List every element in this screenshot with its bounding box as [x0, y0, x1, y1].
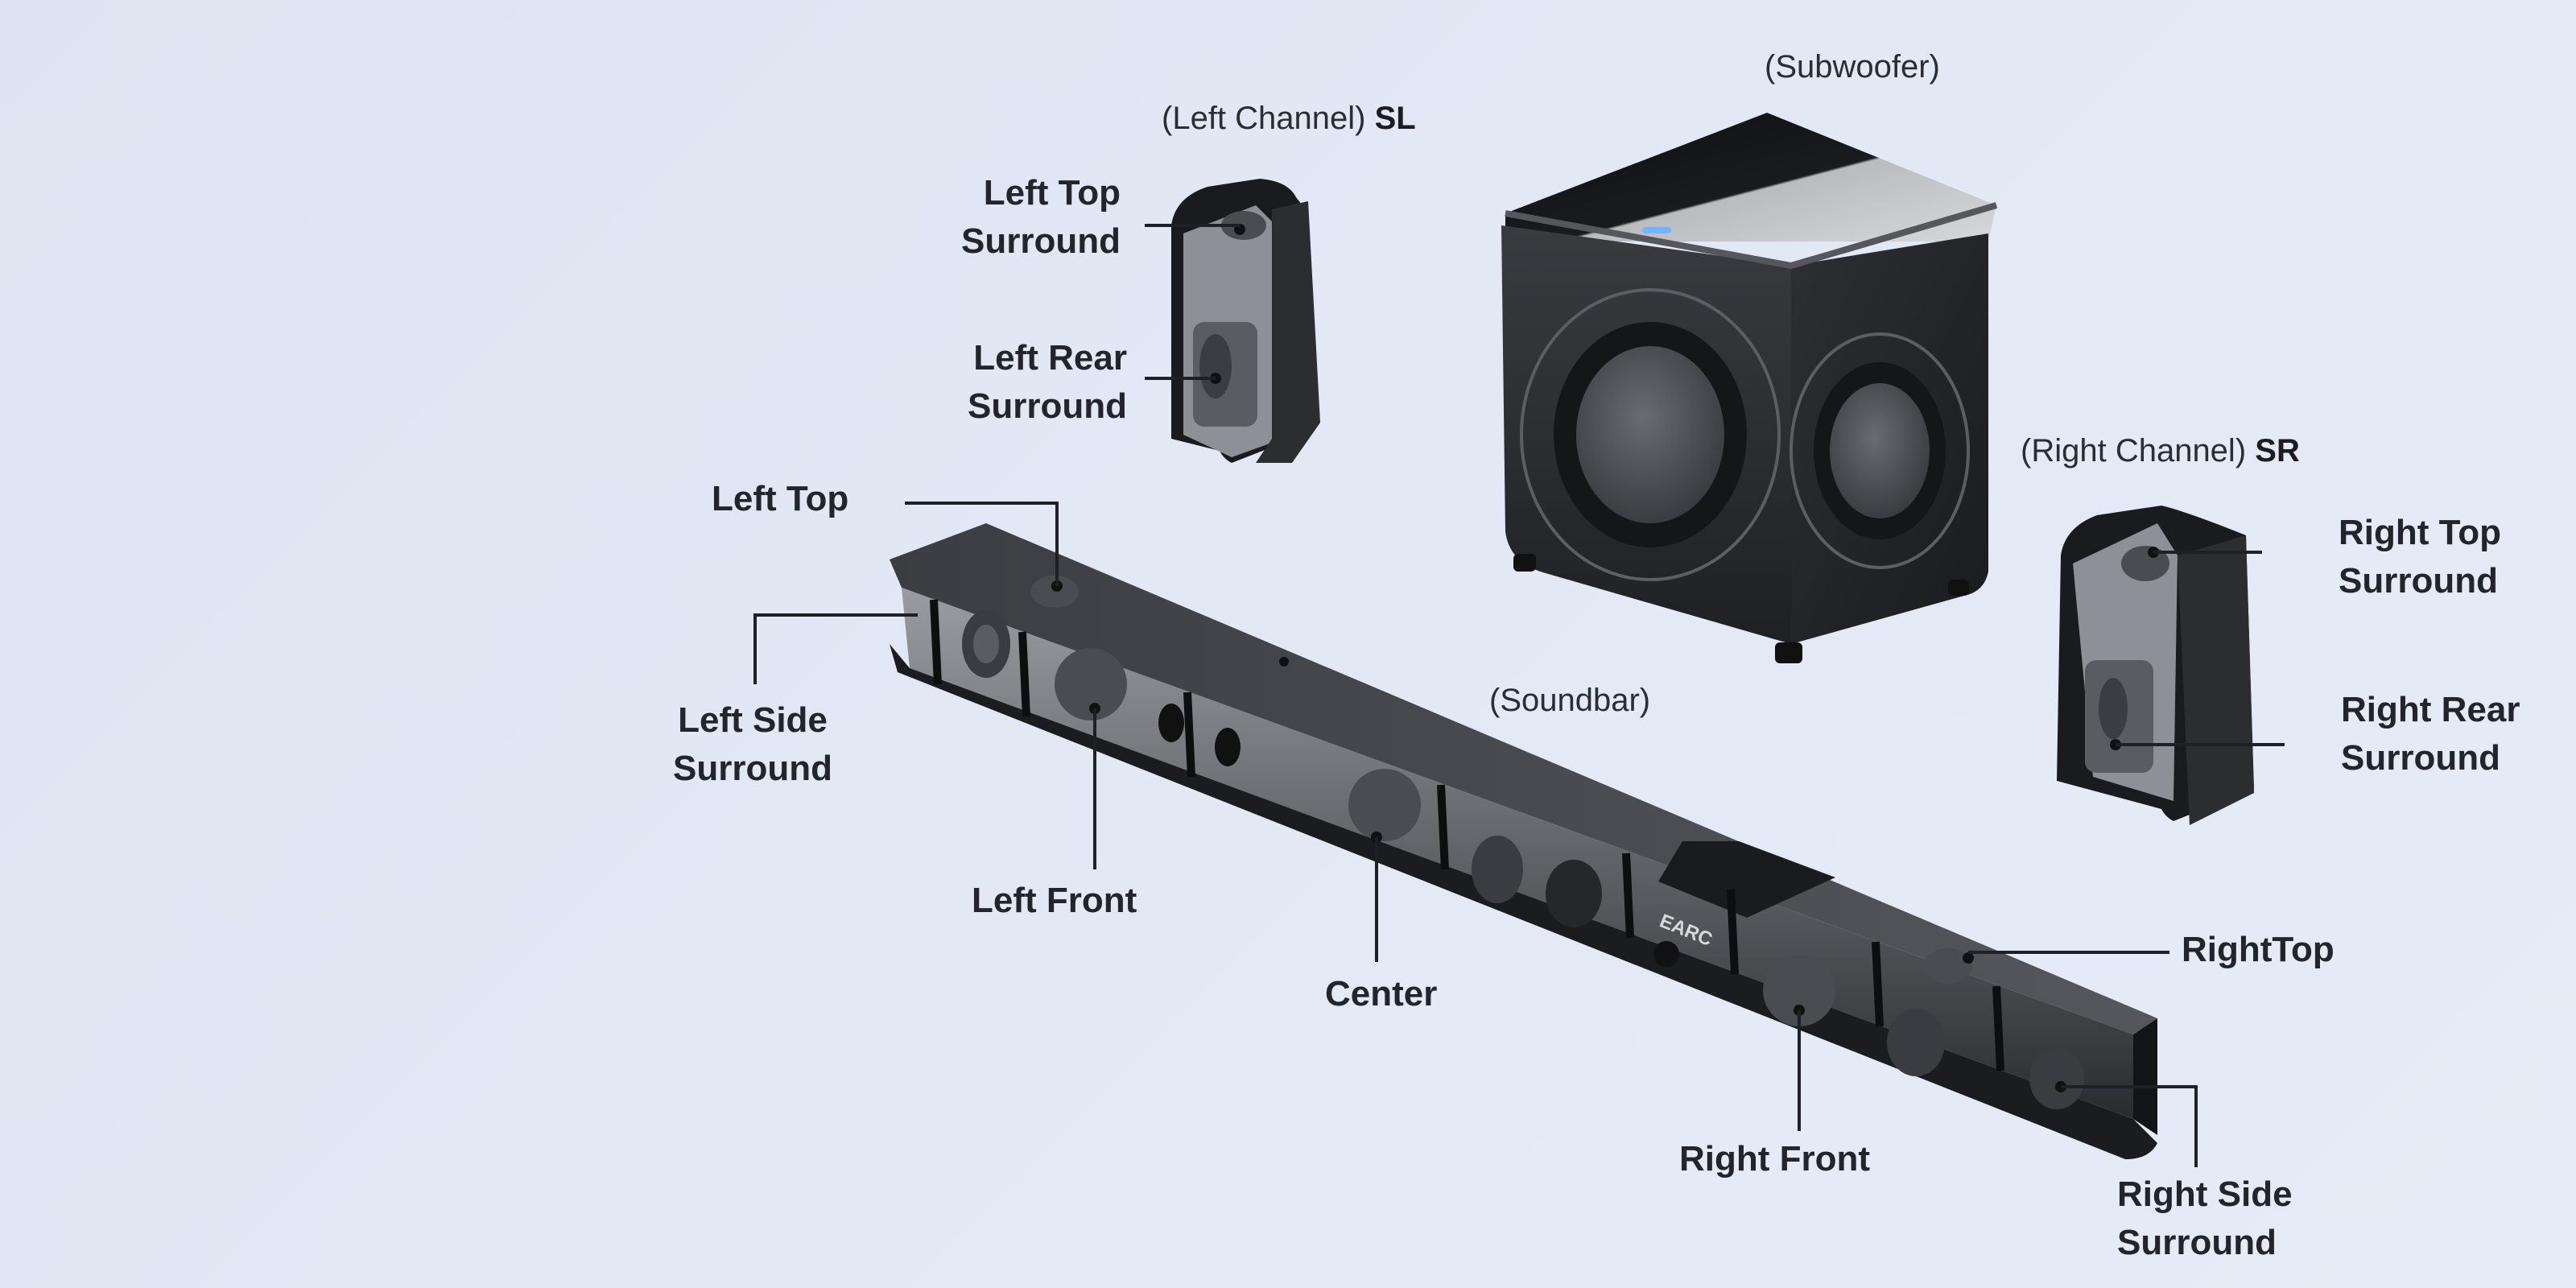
label-line1: Left Side [678, 700, 828, 740]
label-right-side-surround: Right Side Surround [2117, 1170, 2293, 1267]
subwoofer [1501, 113, 1998, 663]
label-line1: Left Top [983, 173, 1121, 213]
leader-left-top [905, 502, 1059, 586]
label-line2: Surround [2341, 738, 2500, 778]
caption-right-channel-prefix: (Right Channel) [2021, 433, 2247, 469]
soundbar-dividers [930, 599, 2004, 1071]
label-line1: Right Rear [2341, 690, 2520, 729]
label-line2: Surround [673, 749, 832, 788]
label-line1: Right Top [2339, 513, 2501, 552]
soundbar-bottom-panel [890, 644, 2157, 1159]
passive-radiator-cone [1830, 383, 1930, 518]
label-right-rear-surround: Right Rear Surround [2341, 686, 2520, 782]
caption-left-channel-code: SL [1374, 101, 1416, 136]
woofer-cone [1576, 346, 1724, 523]
label-center: Center [1325, 970, 1437, 1018]
subwoofer-led-icon [1642, 227, 1671, 233]
right-top-driver-dot [1963, 952, 1974, 964]
label-line1: Left Top [712, 479, 849, 518]
label-line1: Left Front [972, 881, 1137, 920]
leader-lines [753, 224, 2285, 1167]
left-satellite-speaker [1171, 179, 1320, 463]
label-left-side-surround: Left Side Surround [660, 696, 845, 793]
label-line1: RightTop [2182, 930, 2334, 969]
passive-radiator-ring [1790, 332, 1970, 569]
label-line2: Surround [2339, 561, 2498, 601]
label-line2: Surround [961, 221, 1121, 261]
caption-soundbar: (Soundbar) [1489, 680, 1650, 720]
caption-soundbar-prefix: (Soundbar) [1489, 683, 1651, 718]
caption-right-channel: (Right Channel) SR [2021, 431, 2300, 471]
label-right-top: RightTop [2182, 926, 2334, 974]
label-right-top-surround: Right Top Surround [2339, 509, 2501, 605]
subwoofer-top-glass [1505, 113, 1996, 242]
label-line1: Left Rear [973, 338, 1127, 378]
label-line1: Center [1325, 974, 1438, 1013]
label-line1: Right Front [1679, 1139, 1871, 1179]
label-right-front: Right Front [1679, 1135, 1870, 1183]
label-line2: Surround [2117, 1223, 2277, 1262]
leader-left-side-surround [753, 613, 918, 684]
label-line2: Surround [968, 386, 1127, 426]
leader-right-side-surround [2061, 1085, 2198, 1167]
label-left-rear-surround: Left Rear Surround [934, 334, 1127, 431]
caption-left-channel: (Left Channel) SL [1162, 98, 1416, 138]
label-left-front: Left Front [972, 877, 1137, 925]
soundbar-top-panel [890, 523, 2157, 1034]
label-left-top-surround: Left Top Surround [934, 169, 1121, 266]
caption-subwoofer: (Subwoofer) [1765, 47, 1940, 87]
caption-left-channel-prefix: (Left Channel) [1162, 101, 1366, 136]
label-left-top: Left Top [712, 475, 848, 523]
label-line1: Right Side [2117, 1174, 2293, 1214]
soundbar: EARC [890, 523, 2157, 1159]
woofer-ring [1520, 288, 1781, 581]
caption-right-channel-code: SR [2255, 433, 2300, 469]
caption-subwoofer-prefix: (Subwoofer) [1765, 49, 1940, 85]
